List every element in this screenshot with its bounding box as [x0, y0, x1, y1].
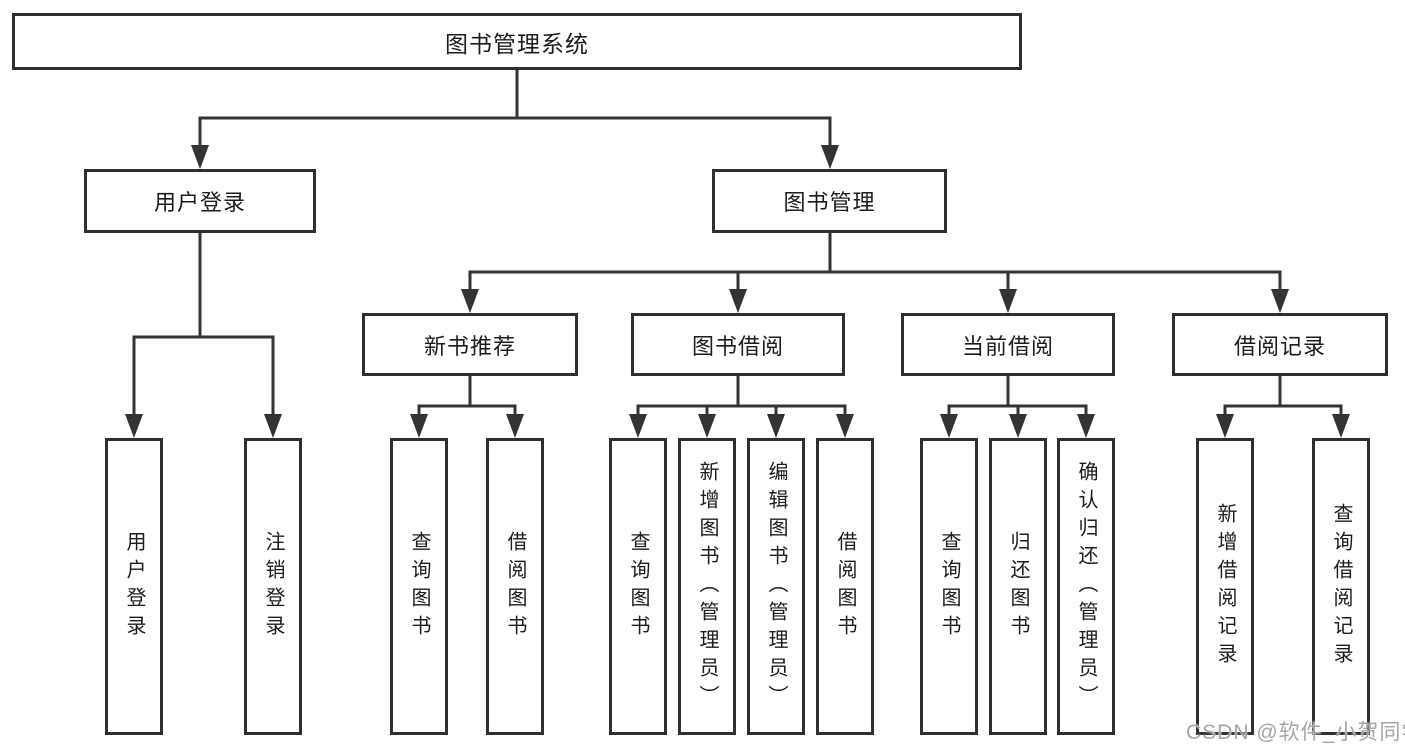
leaf-query-borrow-record-label: 查询借阅记录 [1330, 502, 1352, 671]
node-new-book-recommend: 新书推荐 [362, 313, 578, 376]
leaf-add-books-admin: 新增图书（管理员） [678, 438, 736, 735]
node-book-management: 图书管理 [712, 169, 947, 233]
leaf-edit-books-admin: 编辑图书（管理员） [747, 438, 805, 735]
node-borrow-records: 借阅记录 [1172, 313, 1388, 376]
node-user-login: 用户登录 [84, 169, 316, 233]
leaf-user-login-label: 用户登录 [123, 530, 145, 643]
leaf-user-login: 用户登录 [105, 438, 163, 735]
leaf-confirm-return-admin-label: 确认归还（管理员） [1075, 460, 1097, 713]
node-root-system: 图书管理系统 [12, 13, 1022, 70]
connector-newbook-children [410, 374, 524, 438]
leaf-query-books-current: 查询图书 [920, 438, 978, 735]
node-book-management-label: 图书管理 [783, 190, 876, 215]
leaf-return-books: 归还图书 [989, 438, 1047, 735]
leaf-query-books-recommend: 查询图书 [390, 438, 448, 735]
connector-currentborrow-children [940, 374, 1095, 438]
connector-bookmgmt-to-level3 [461, 231, 1289, 313]
leaf-query-books-recommend-label: 查询图书 [408, 530, 430, 643]
connector-bookborrow-children [629, 374, 854, 438]
leaf-query-books-current-label: 查询图书 [938, 530, 960, 643]
node-new-book-recommend-label: 新书推荐 [423, 333, 516, 359]
leaf-logout: 注销登录 [244, 438, 302, 735]
node-borrow-records-label: 借阅记录 [1233, 333, 1326, 359]
node-current-borrow-label: 当前借阅 [961, 333, 1054, 359]
leaf-add-borrow-record-label: 新增借阅记录 [1214, 502, 1236, 671]
node-root-system-label: 图书管理系统 [445, 30, 589, 57]
connector-userlogin-children [125, 231, 282, 438]
leaf-logout-label: 注销登录 [262, 530, 284, 643]
leaf-borrow-books-recommend-label: 借阅图书 [504, 530, 526, 643]
leaf-borrow-books-label: 借阅图书 [834, 530, 856, 643]
leaf-query-borrow-record: 查询借阅记录 [1312, 438, 1370, 735]
connector-borrowrecords-children [1216, 374, 1350, 438]
leaf-add-borrow-record: 新增借阅记录 [1196, 438, 1254, 735]
leaf-edit-books-admin-label: 编辑图书（管理员） [765, 460, 787, 713]
leaf-query-books-borrow-label: 查询图书 [627, 530, 649, 643]
leaf-query-books-borrow: 查询图书 [609, 438, 667, 735]
leaf-confirm-return-admin: 确认归还（管理员） [1057, 438, 1115, 735]
leaf-return-books-label: 归还图书 [1007, 530, 1029, 643]
leaf-add-books-admin-label: 新增图书（管理员） [696, 460, 718, 713]
csdn-watermark: CSDN @软件_小贺同学 [1186, 721, 1405, 744]
leaf-borrow-books-recommend: 借阅图书 [486, 438, 544, 735]
node-book-borrow-label: 图书借阅 [691, 333, 784, 359]
connector-root-to-level2 [191, 68, 839, 169]
node-current-borrow: 当前借阅 [901, 313, 1115, 376]
leaf-borrow-books: 借阅图书 [816, 438, 874, 735]
node-user-login-label: 用户登录 [153, 190, 246, 215]
node-book-borrow: 图书借阅 [631, 313, 845, 376]
